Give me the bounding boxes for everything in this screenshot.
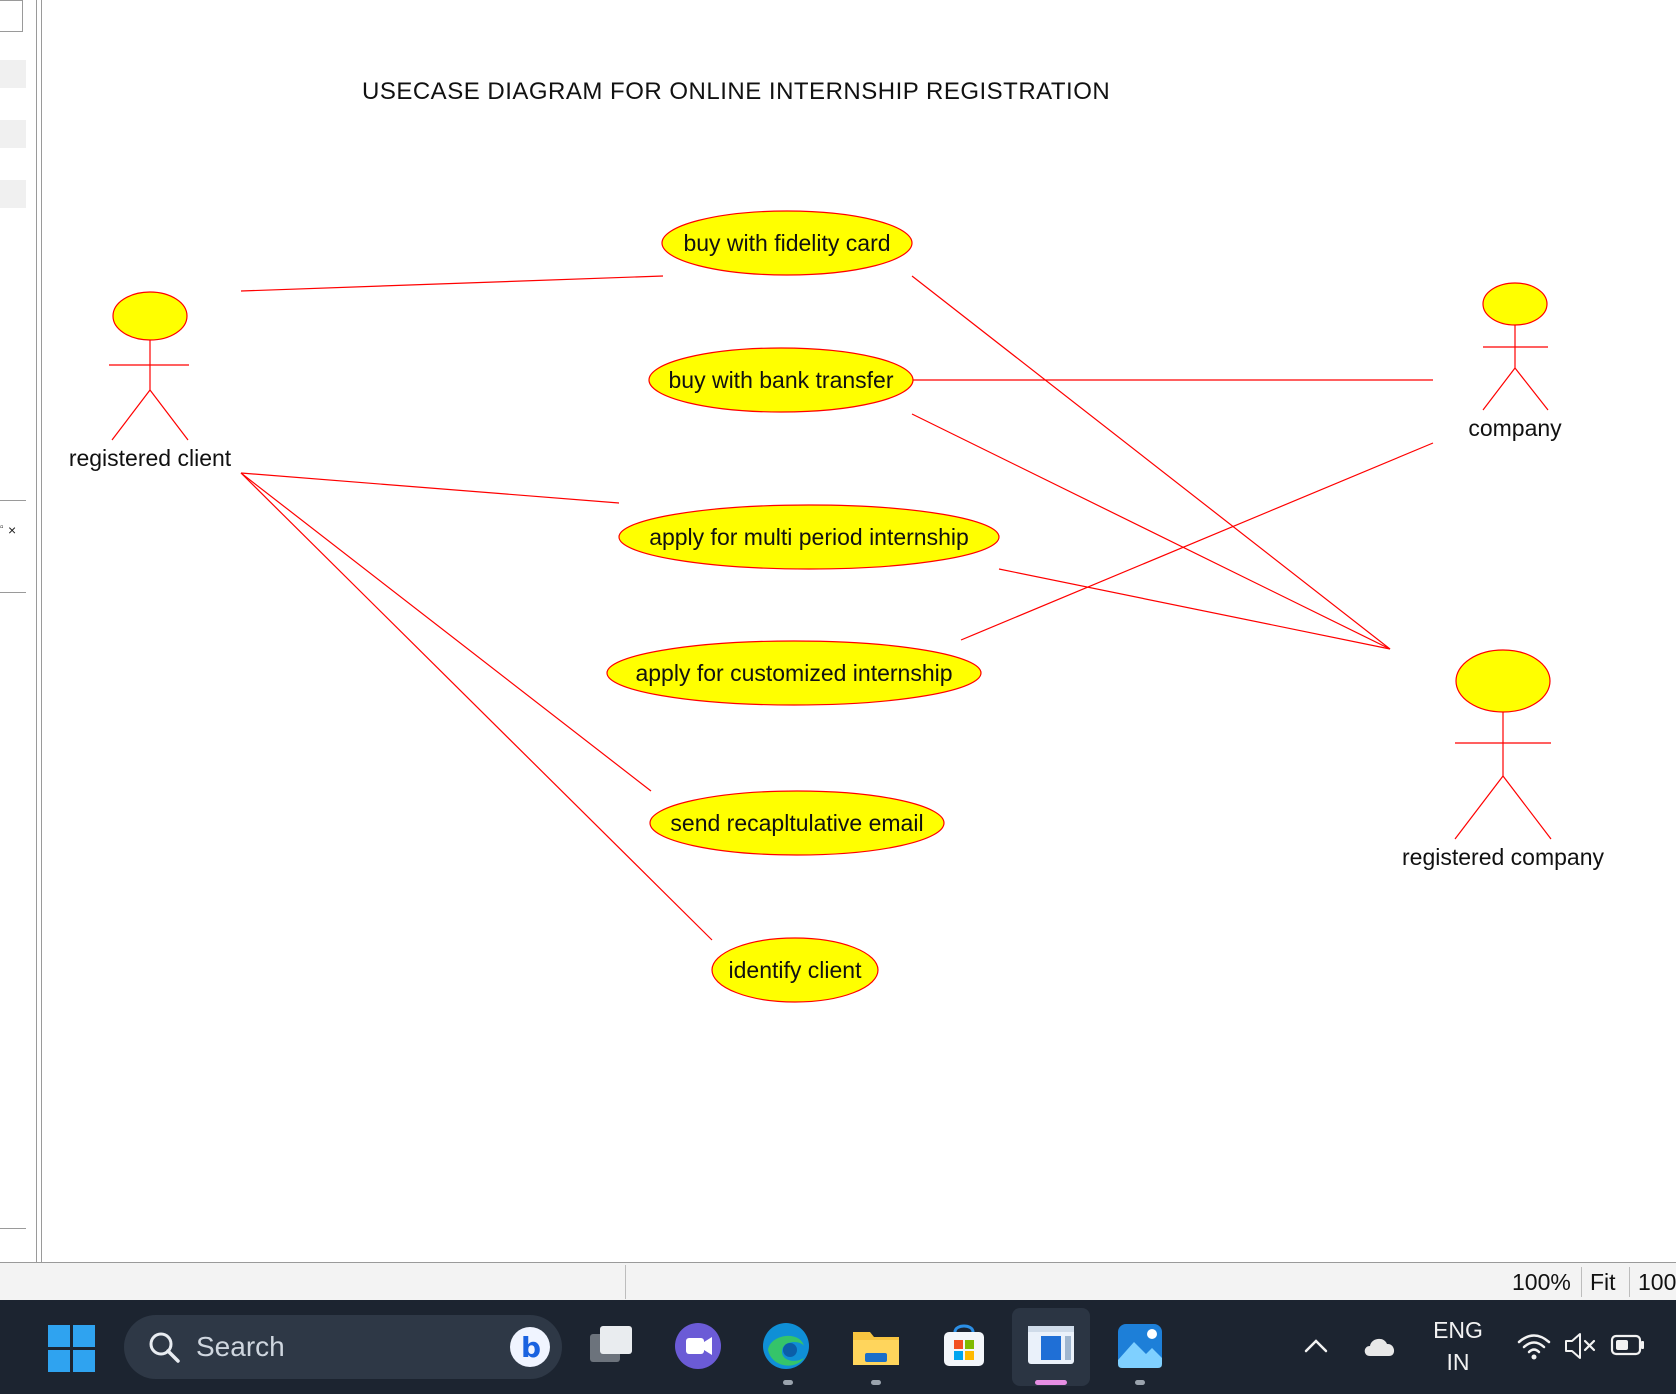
fit-button[interactable]: Fit — [1590, 1269, 1616, 1295]
zoom-level: 100% — [1512, 1269, 1571, 1295]
usecase-label: buy with fidelity card — [683, 230, 890, 256]
wifi-icon[interactable] — [1516, 1328, 1552, 1364]
left-panel: ▫ × — [0, 0, 40, 1262]
association-line[interactable] — [911, 413, 1391, 650]
association-line[interactable] — [240, 275, 664, 292]
zoom-control[interactable]: 100 — [1638, 1269, 1676, 1295]
region-code: IN — [1446, 1349, 1470, 1375]
usecase-label: identify client — [729, 957, 863, 983]
taskbar-search-box[interactable]: Search b — [124, 1315, 562, 1379]
usecase-label: buy with bank transfer — [668, 367, 893, 393]
usecase-apply-multi-period[interactable]: apply for multi period internship — [618, 504, 1000, 570]
usecase-ellipse — [618, 504, 1000, 570]
active-app-indicator — [1035, 1380, 1067, 1385]
panel-row[interactable] — [0, 120, 26, 148]
usecase-apply-customized[interactable]: apply for customized internship — [606, 640, 982, 706]
usecase-buy-fidelity[interactable]: buy with fidelity card — [661, 210, 913, 276]
search-placeholder: Search — [196, 1331, 285, 1362]
running-indicator — [1135, 1380, 1145, 1385]
actor-head-icon — [1482, 282, 1548, 326]
teams-chat-icon[interactable] — [672, 1320, 724, 1372]
bing-icon[interactable]: b — [510, 1327, 550, 1367]
actor-leg — [1502, 775, 1552, 840]
chevron-up-icon[interactable] — [1300, 1330, 1332, 1362]
running-indicator — [783, 1380, 793, 1385]
usecase-label: apply for customized internship — [635, 660, 952, 686]
usecase-ellipse — [606, 640, 982, 706]
actor-leg — [149, 389, 189, 441]
actor-leg — [111, 389, 151, 441]
actor-leg — [1514, 367, 1549, 411]
panel-header-box[interactable] — [0, 0, 23, 32]
usecase-send-email[interactable]: send recapltulative email — [649, 790, 945, 856]
usecase-identify-client[interactable]: identify client — [711, 937, 879, 1003]
usecase-label: apply for multi period internship — [649, 524, 969, 550]
status-separator — [1629, 1267, 1630, 1297]
panel-divider — [0, 500, 26, 501]
actor-registered-client[interactable]: registered client — [69, 291, 232, 471]
windows-start-icon[interactable] — [48, 1325, 96, 1373]
taskbar: Search b — [0, 1300, 1676, 1394]
edge-icon[interactable] — [760, 1320, 812, 1372]
canvas-border — [41, 0, 42, 1262]
volume-muted-icon[interactable] — [1562, 1328, 1598, 1364]
search-icon — [149, 1332, 180, 1363]
usecase-ellipse — [661, 210, 913, 276]
association-line[interactable] — [240, 472, 652, 792]
actor-label: registered company — [1402, 844, 1604, 870]
diagram-title: USECASE DIAGRAM FOR ONLINE INTERNSHIP RE… — [362, 78, 1111, 105]
usecase-label: send recapltulative email — [670, 810, 923, 836]
battery-icon[interactable] — [1610, 1332, 1646, 1358]
actor-leg — [1482, 367, 1516, 411]
photos-icon[interactable] — [1114, 1320, 1166, 1372]
status-bar: 100% Fit 100 — [0, 1262, 1676, 1301]
pin-icon[interactable]: ▫ — [0, 522, 4, 533]
usecase-buy-bank-transfer[interactable]: buy with bank transfer — [648, 347, 914, 413]
association-line[interactable] — [240, 472, 713, 941]
actor-head-icon — [112, 291, 188, 341]
panel-row[interactable] — [0, 180, 26, 208]
store-icon[interactable] — [938, 1320, 990, 1372]
status-separator — [1581, 1267, 1582, 1297]
actor-label: company — [1468, 415, 1562, 441]
actor-head-icon — [1455, 649, 1551, 713]
association-line[interactable] — [911, 275, 1391, 650]
actor-label: registered client — [69, 445, 232, 471]
association-line[interactable] — [240, 472, 620, 504]
panel-divider — [0, 592, 26, 593]
usecase-ellipse — [649, 790, 945, 856]
status-separator — [625, 1265, 626, 1299]
actor-leg — [1454, 775, 1504, 840]
language-code: ENG — [1433, 1317, 1483, 1343]
language-indicator[interactable]: ENG IN — [1428, 1314, 1488, 1378]
usecase-diagram[interactable]: registered client company registered com… — [42, 0, 1676, 1260]
association-lines — [240, 275, 1434, 941]
splitter-line[interactable] — [36, 0, 37, 1262]
panel-row[interactable] — [0, 60, 26, 88]
association-line[interactable] — [960, 442, 1434, 641]
association-line[interactable] — [998, 568, 1391, 650]
actor-registered-company[interactable]: registered company — [1402, 649, 1604, 870]
usecase-ellipse — [648, 347, 914, 413]
file-explorer-icon[interactable] — [850, 1320, 902, 1372]
usecase-ellipse — [711, 937, 879, 1003]
actor-company[interactable]: company — [1468, 282, 1562, 441]
task-view-icon[interactable] — [586, 1320, 638, 1372]
active-app-icon[interactable] — [1025, 1320, 1077, 1372]
panel-divider — [0, 1228, 26, 1229]
diagram-canvas[interactable]: USECASE DIAGRAM FOR ONLINE INTERNSHIP RE… — [42, 0, 1676, 1260]
running-indicator — [871, 1380, 881, 1385]
panel-close-button[interactable]: × — [8, 522, 17, 538]
onedrive-cloud-icon[interactable] — [1362, 1334, 1398, 1358]
